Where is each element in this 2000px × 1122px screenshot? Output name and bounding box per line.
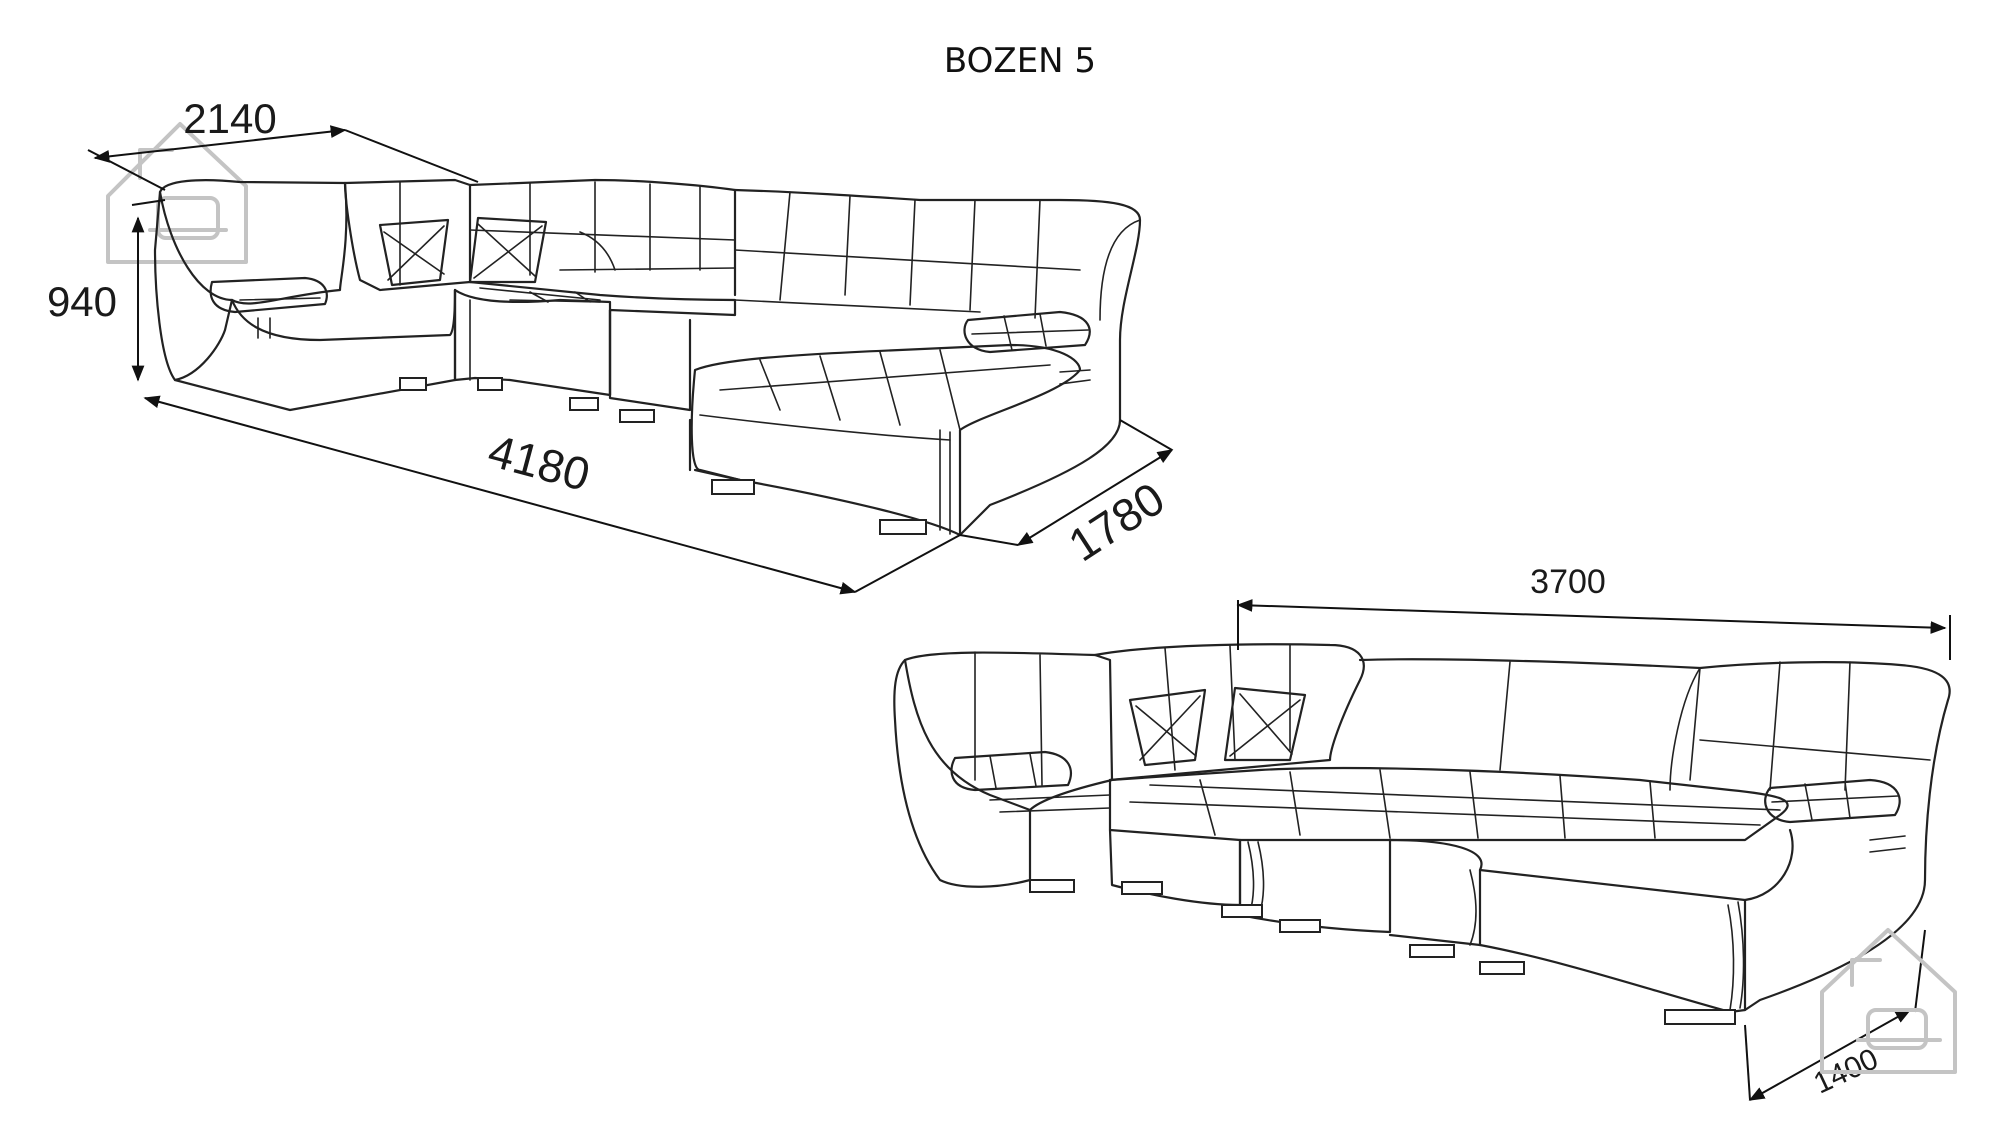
house-sofa-watermark-icon — [106, 122, 248, 264]
bottom-view-dimensions: 3700 1400 — [1236, 563, 1951, 1101]
diagram-title: BOZEN 5 — [944, 41, 1096, 81]
bottom-length-label: 3700 — [1530, 563, 1606, 601]
length-label: 4180 — [483, 424, 595, 501]
sofa-top-view — [153, 178, 1142, 537]
house-sofa-watermark-icon — [1820, 928, 1957, 1074]
depth-label: 1780 — [1059, 472, 1173, 571]
width-label: 2140 — [183, 95, 276, 142]
height-label: 940 — [47, 278, 117, 325]
sofa-bottom-view — [893, 643, 1951, 1025]
